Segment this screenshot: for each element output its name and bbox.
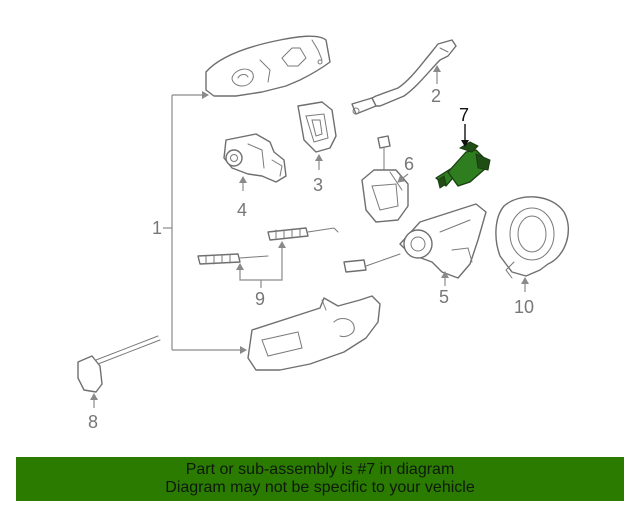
banner-line-1: Part or sub-assembly is #7 in diagram [185,461,455,478]
callout-5[interactable]: 5 [439,287,449,307]
clockspring-part[interactable] [495,196,569,279]
callout-8[interactable]: 8 [88,412,98,432]
bezel-part[interactable] [297,101,337,153]
springs-part[interactable] [197,227,339,265]
parts-exploded-diagram: 1 2 3 4 6 [77,35,569,432]
lower-shroud-part[interactable] [247,295,381,371]
callout-3[interactable]: 3 [313,175,323,195]
upper-shroud-part[interactable] [205,35,331,97]
leader-9 [236,241,286,288]
lock-cylinder-part-highlighted[interactable] [435,141,491,189]
leader-6 [397,173,409,183]
callout-4[interactable]: 4 [237,200,247,220]
shift-lever-part[interactable] [351,39,457,115]
multifunction-switch-part[interactable] [343,203,487,279]
ignition-switch-part[interactable] [223,133,287,183]
callout-1[interactable]: 1 [152,218,162,238]
callout-7[interactable]: 7 [459,105,469,125]
lock-actuator-part[interactable] [361,135,409,223]
part-1-leader [163,91,247,354]
callout-6[interactable]: 6 [404,154,414,174]
callout-9[interactable]: 9 [255,289,265,309]
callout-2[interactable]: 2 [431,86,441,106]
info-banner: Part or sub-assembly is #7 in diagram Di… [16,457,624,501]
wiper-lever-part[interactable] [77,335,161,393]
callout-10[interactable]: 10 [514,297,534,317]
banner-line-2: Diagram may not be specific to your vehi… [165,479,475,496]
